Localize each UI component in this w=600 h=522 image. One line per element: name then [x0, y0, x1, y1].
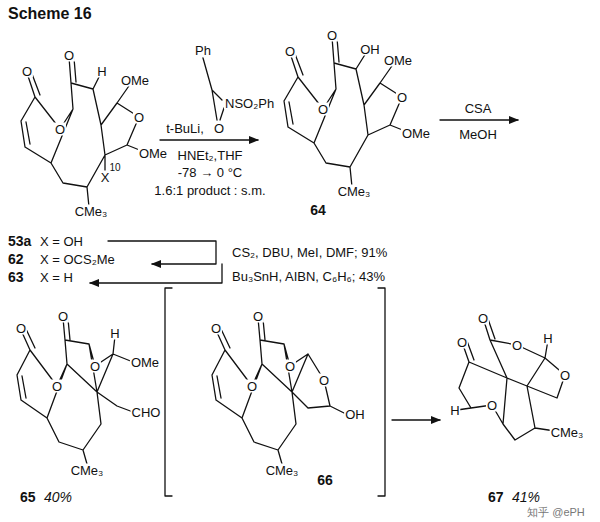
- reaction-arrow: [392, 419, 440, 420]
- reagent-text: HNEt₂,THF: [178, 149, 243, 162]
- atom-label: O: [63, 49, 75, 62]
- atom-label: O: [252, 310, 264, 323]
- reaction-arrow: [160, 139, 258, 140]
- atom-label: H: [96, 65, 107, 78]
- atom-label: OH: [359, 43, 381, 56]
- atom-label: O: [133, 111, 145, 124]
- reagent-text: -78 → 0 °C: [178, 166, 242, 179]
- atom-label: O: [318, 374, 330, 387]
- atom-label: O: [486, 399, 498, 412]
- atom-label: H: [542, 332, 553, 345]
- position-number: 10: [108, 163, 121, 173]
- atom-label: O: [246, 380, 258, 393]
- reagent-text: t-BuLi,: [166, 122, 204, 135]
- atom-label: O: [15, 322, 27, 335]
- compound-number: 53a: [8, 234, 31, 248]
- atom-label: OMe: [401, 127, 431, 140]
- yield-text: 41%: [512, 490, 540, 504]
- molecule-65: [17, 318, 133, 464]
- atom-label: H: [449, 404, 460, 417]
- atom-label: OMe: [120, 74, 150, 87]
- bond-lines: [17, 318, 133, 464]
- atom-label: O: [284, 360, 296, 373]
- reagent-text: Bu₃SnH, AIBN, C₆H₆; 43%: [232, 270, 385, 283]
- atom-label: CMe₃: [70, 464, 105, 477]
- reaction-arrow: [440, 119, 518, 120]
- atom-label: O: [559, 369, 571, 382]
- atom-label: O: [21, 65, 33, 78]
- scheme-title: Scheme 16: [8, 6, 92, 22]
- reagent-text: X = OH: [40, 235, 83, 248]
- atom-label: X: [100, 171, 111, 184]
- compound-number: 62: [8, 252, 24, 266]
- bond-lines: [457, 318, 565, 440]
- atom-label: O: [89, 360, 101, 373]
- bond-lines: [212, 318, 344, 464]
- yield-text: 40%: [44, 490, 72, 504]
- reagent-text: 1.6:1 product : s.m.: [154, 184, 265, 197]
- atom-label: H: [109, 327, 120, 340]
- atom-label: O: [213, 122, 225, 135]
- atom-label: Ph: [194, 44, 212, 57]
- compound-number: 65: [20, 490, 36, 504]
- atom-label: O: [57, 310, 69, 323]
- reagent-text: X = OCS₂Me: [40, 253, 115, 266]
- compound-number: 63: [8, 270, 24, 284]
- reagent-text: MeOH: [459, 128, 497, 141]
- atom-label: CMe₃: [74, 205, 109, 218]
- atom-label: CHO: [131, 406, 162, 419]
- square-bracket: [165, 288, 385, 496]
- watermark: 知乎 @ePH: [527, 507, 585, 518]
- atom-label: O: [477, 312, 489, 325]
- reagent-structure: [203, 58, 224, 120]
- compound-number: 66: [317, 473, 333, 487]
- atom-label: O: [210, 322, 222, 335]
- reagent-text: X = H: [40, 271, 73, 284]
- reaction-bracket-arrow: [90, 264, 222, 283]
- atom-label: CMe₃: [265, 464, 300, 477]
- atom-label: O: [284, 45, 296, 58]
- molecule-67: [457, 318, 565, 440]
- atom-label: NSO₂Ph: [224, 97, 275, 110]
- atom-label: O: [511, 339, 523, 352]
- compound-number: 64: [310, 203, 326, 217]
- atom-label: OH: [344, 408, 366, 421]
- reaction-bracket-arrow: [108, 241, 216, 264]
- reagent-text: CS₂, DBU, MeI, DMF; 91%: [232, 246, 387, 259]
- atom-label: OMe: [130, 356, 160, 369]
- atom-label: CMe₃: [550, 426, 585, 439]
- atom-label: O: [317, 103, 329, 116]
- atom-label: O: [456, 336, 468, 349]
- reagent-text: CSA: [465, 102, 492, 115]
- atom-label: O: [54, 123, 66, 136]
- molecule-66: [212, 318, 344, 464]
- atom-label: OMe: [383, 54, 413, 67]
- compound-number: 67: [488, 490, 504, 504]
- atom-label: O: [396, 91, 408, 104]
- atom-label: CMe₃: [337, 185, 372, 198]
- atom-label: OMe: [138, 147, 168, 160]
- atom-label: O: [326, 29, 338, 42]
- atom-label: O: [51, 380, 63, 393]
